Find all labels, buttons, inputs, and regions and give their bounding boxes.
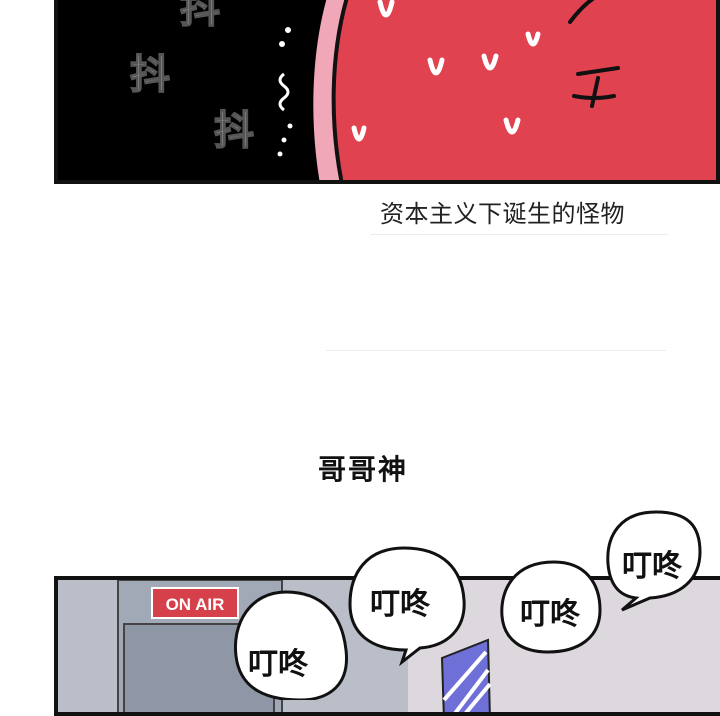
sfx-tremble-3: 抖	[214, 108, 254, 154]
squiggle-mark	[278, 72, 290, 112]
bubble-text: 叮咚	[520, 597, 581, 632]
speech-bubble: 叮咚	[233, 590, 348, 700]
chapter-title: 哥哥神	[317, 453, 408, 486]
speech-bubble-layer: 叮咚 叮咚 叮咚 叮咚	[233, 510, 702, 700]
face-marks	[568, 0, 620, 108]
creature-body	[331, 0, 716, 180]
sfx-tremble-2: 抖	[130, 52, 170, 98]
bubble-text: 叮咚	[622, 549, 683, 584]
divider-line	[326, 350, 666, 351]
speech-bubble: 叮咚	[348, 546, 466, 667]
top-comic-panel: 抖 抖 抖	[54, 0, 720, 184]
on-air-sign	[151, 587, 239, 619]
sfx-tremble-1: 抖	[180, 0, 220, 32]
bubble-text: 叮咚	[370, 587, 431, 622]
divider-line	[370, 234, 668, 235]
tremble-marks	[277, 27, 293, 157]
panel-caption: 资本主义下诞生的怪物	[380, 200, 625, 228]
trembling-creature-illustration: 抖 抖 抖	[129, 0, 716, 180]
bubble-text: 叮咚	[248, 647, 309, 682]
on-air-sign-label: ON AIR	[166, 595, 225, 614]
speech-bubble: 叮咚	[606, 510, 702, 612]
sweat-drops	[351, 0, 541, 142]
speech-bubble: 叮咚	[500, 560, 602, 654]
